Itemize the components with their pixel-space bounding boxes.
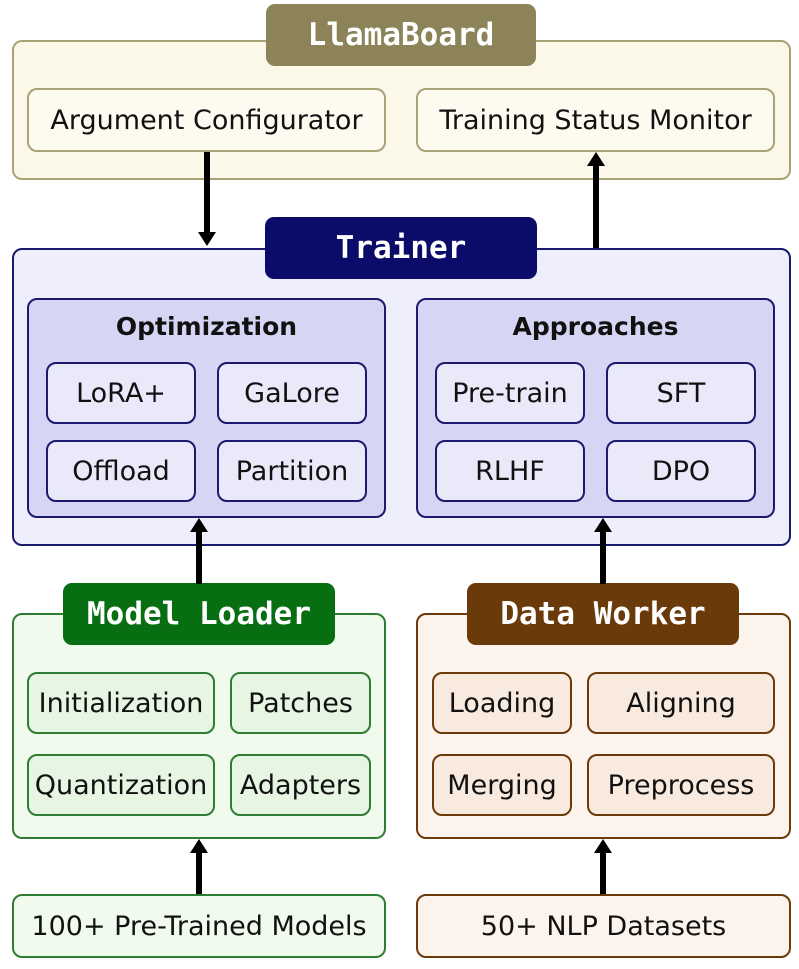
dpo-box: DPO	[606, 440, 756, 502]
trainer-to-monitor-arrow-line	[593, 166, 599, 248]
sft-box: SFT	[606, 362, 756, 424]
worker-to-trainer-arrow-line	[600, 532, 606, 584]
nlp-datasets-box: 50+ NLP Datasets	[416, 894, 791, 958]
partition-box: Partition	[217, 440, 367, 502]
galore-box: GaLore	[217, 362, 367, 424]
preprocess-box: Preprocess	[587, 754, 775, 816]
adapters-box: Adapters	[230, 754, 371, 816]
patches-box: Patches	[230, 672, 371, 734]
loader-to-trainer-arrow-line	[196, 532, 202, 584]
datasets-to-worker-arrow-line	[600, 853, 606, 894]
loading-box: Loading	[432, 672, 572, 734]
llamaboard-title: LlamaBoard	[266, 4, 536, 66]
pretrain-box: Pre-train	[435, 362, 585, 424]
argument-configurator-box: Argument Configurator	[27, 88, 386, 152]
model-loader-title: Model Loader	[63, 583, 335, 645]
training-status-monitor-box: Training Status Monitor	[416, 88, 775, 152]
merging-box: Merging	[432, 754, 572, 816]
trainer-to-monitor-arrow-head	[587, 152, 605, 166]
config-to-trainer-arrow-line	[204, 152, 210, 234]
rlhf-box: RLHF	[435, 440, 585, 502]
models-to-loader-arrow-line	[196, 853, 202, 894]
quantization-box: Quantization	[27, 754, 215, 816]
worker-to-trainer-arrow-head	[594, 518, 612, 532]
trainer-title: Trainer	[265, 217, 537, 279]
optimization-title: Optimization	[115, 312, 298, 341]
aligning-box: Aligning	[587, 672, 775, 734]
lora-plus-box: LoRA+	[46, 362, 196, 424]
pretrained-models-box: 100+ Pre-Trained Models	[12, 894, 386, 958]
offload-box: Offload	[46, 440, 196, 502]
models-to-loader-arrow-head	[190, 839, 208, 853]
initialization-box: Initialization	[27, 672, 215, 734]
approaches-title: Approaches	[512, 312, 679, 341]
loader-to-trainer-arrow-head	[190, 518, 208, 532]
datasets-to-worker-arrow-head	[594, 839, 612, 853]
data-worker-title: Data Worker	[467, 583, 739, 645]
config-to-trainer-arrow-head	[198, 232, 216, 246]
